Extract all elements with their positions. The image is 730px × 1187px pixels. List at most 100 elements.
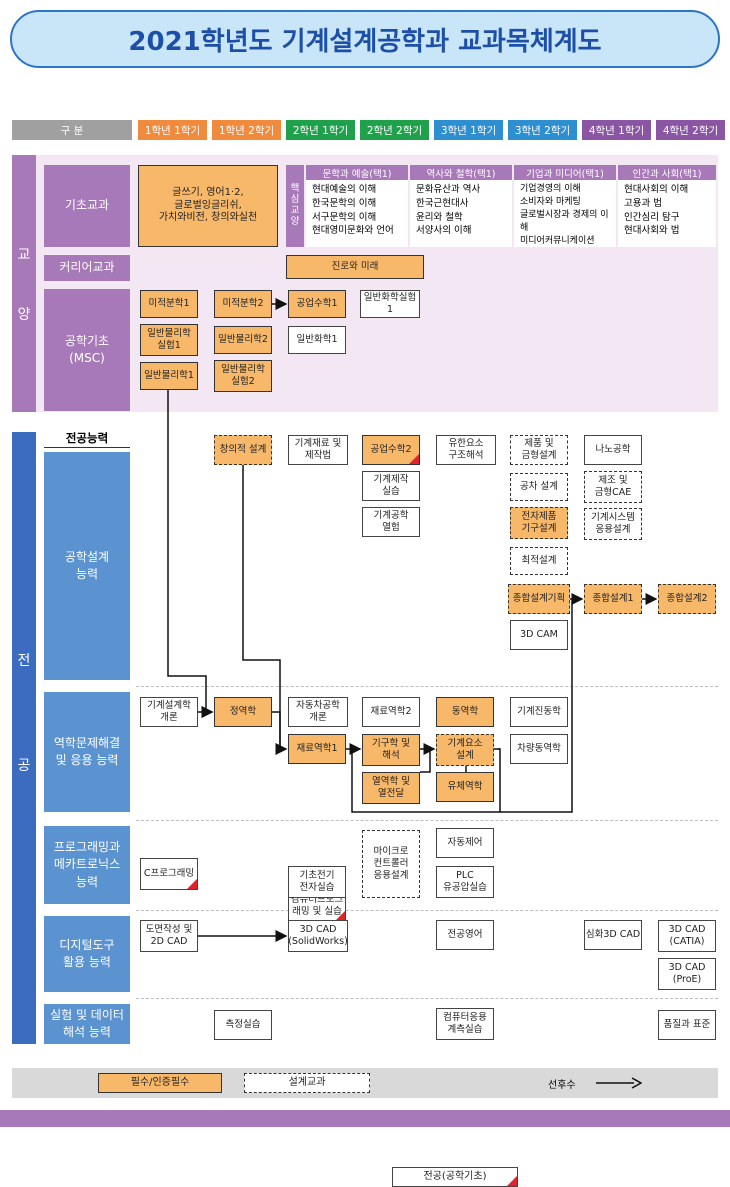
arrow-physics1-statics bbox=[167, 390, 214, 718]
career-course: 진로와 미래 bbox=[286, 255, 424, 279]
course-intro-design: 기계설계학 개론 bbox=[140, 697, 198, 727]
label-digital: 디지털도구 활용 능력 bbox=[44, 916, 130, 992]
label-core: 핵 심 교 양 bbox=[286, 165, 304, 247]
course-capstone-planning: 종합설계기획 bbox=[508, 584, 570, 614]
course-physics1: 일반물리학1 bbox=[140, 362, 198, 390]
area-item: 글로벌시장과 경제의 이해 bbox=[520, 210, 609, 234]
course-2d-cad: 도면작성 및 2D CAD bbox=[140, 920, 198, 952]
course-proe: 3D CAD (ProE) bbox=[658, 958, 716, 990]
section-gyoyang: 교 양 bbox=[12, 155, 36, 412]
area-item: 서구문학의 이해 bbox=[312, 211, 377, 223]
legend-required: 필수/인증필수 bbox=[98, 1073, 222, 1093]
arrow-elements-thermo bbox=[420, 749, 431, 773]
area-item: 현대사회와 법 bbox=[624, 225, 680, 237]
course-physics-lab1: 일반물리학 실험1 bbox=[140, 324, 198, 356]
header-y2s1: 2학년 1학기 bbox=[286, 120, 355, 140]
label-career: 커리어교과 bbox=[44, 255, 130, 281]
section-gyoyang-1: 교 bbox=[17, 246, 31, 263]
header-y1s1: 1학년 1학기 bbox=[138, 120, 207, 140]
header-y4s1: 4학년 1학기 bbox=[582, 120, 651, 140]
course-optimal-design: 최적설계 bbox=[510, 547, 568, 575]
area-item: 미디어커뮤니케이션 bbox=[520, 236, 595, 247]
course-capstone1: 종합설계1 bbox=[584, 584, 642, 614]
legend-prereq-label: 선후수 bbox=[548, 1079, 576, 1091]
row-divider bbox=[136, 998, 718, 999]
arrow-creative-mechmat1 bbox=[242, 465, 288, 755]
area-item: 고용과 법 bbox=[624, 197, 662, 209]
label-lab: 실험 및 데이터 해석 능력 bbox=[44, 1004, 130, 1044]
area-item: 현대영미문화와 언어 bbox=[312, 225, 394, 237]
header-y2s2: 2학년 2학기 bbox=[360, 120, 429, 140]
label-msc: 공학기초 (MSC) bbox=[44, 289, 130, 411]
area-list-3: 기업경영의 이해 소비자와 마케팅 글로벌시장과 경제의 이해 미디어커뮤니케이… bbox=[514, 180, 616, 247]
course-chem1: 일반화학1 bbox=[288, 326, 346, 354]
course-fluids: 유체역학 bbox=[436, 772, 494, 802]
course-3d-cam: 3D CAM bbox=[510, 620, 568, 650]
legend-arrow-icon bbox=[596, 1077, 642, 1089]
course-plc: PLC 유공압실습 bbox=[436, 866, 494, 898]
legend-design: 설계교과 bbox=[244, 1073, 370, 1093]
course-auto-control: 자동제어 bbox=[436, 828, 494, 858]
area-item: 인간심리 탐구 bbox=[624, 211, 680, 223]
course-eng-math2: 공업수학2 bbox=[362, 435, 420, 465]
course-product-mold: 제품 및 금형설계 bbox=[510, 435, 568, 465]
area-item: 서양사의 이해 bbox=[416, 225, 472, 237]
course-c-programming: C프로그래밍 bbox=[140, 858, 198, 890]
course-electrical-lab: 기초전기 전자실습 bbox=[288, 866, 346, 898]
course-thermo: 열역학 및 열전달 bbox=[362, 772, 420, 804]
footer-bar bbox=[0, 1110, 730, 1127]
label-programming: 프로그래밍과 메카트로닉스 능력 bbox=[44, 826, 130, 904]
legend-major-basic: 전공(공학기초) bbox=[392, 1167, 518, 1187]
course-calculus1: 미적분학1 bbox=[140, 290, 198, 318]
course-kinematics: 기구학 및 해석 bbox=[362, 734, 420, 766]
course-physics-lab2: 일반물리학 실험2 bbox=[214, 360, 272, 392]
label-design: 공학설계 능력 bbox=[44, 452, 130, 680]
row-divider bbox=[136, 910, 718, 911]
course-solidworks: 3D CAD (SolidWorks) bbox=[288, 920, 348, 952]
course-mold-cae: 제조 및 금형CAE bbox=[584, 471, 642, 503]
area-item: 한국근현대사 bbox=[416, 197, 469, 209]
header-y3s2: 3학년 2학기 bbox=[508, 120, 577, 140]
course-measurement: 측정실습 bbox=[214, 1010, 272, 1040]
course-calculus2: 미적분학2 bbox=[214, 290, 272, 318]
course-catia: 3D CAD (CATIA) bbox=[658, 920, 716, 952]
basic-courses: 글쓰기, 영어1·2, 글로벌잉글리쉬, 가치와비전, 창의와실천 bbox=[138, 165, 278, 247]
area-list-1: 현대예술의 이해 한국문학의 이해 서구문학의 이해 현대영미문화와 언어 bbox=[306, 180, 408, 247]
area-item: 현대예술의 이해 bbox=[312, 184, 377, 195]
area-item: 윤리와 철학 bbox=[416, 211, 463, 223]
course-machine-elements: 기계요소 설계 bbox=[436, 734, 494, 766]
area-list-4: 현대사회의 이해 고용과 법 인간심리 탐구 현대사회와 법 bbox=[618, 180, 716, 247]
area-title-4: 인간과 사회(택1) bbox=[618, 165, 716, 180]
section-jeongong bbox=[12, 432, 36, 1044]
area-item: 현대사회의 이해 bbox=[624, 184, 689, 195]
row-divider bbox=[136, 686, 718, 687]
course-major-english: 전공영어 bbox=[436, 920, 494, 950]
course-computer-measurement: 컴퓨터응용 계측실습 bbox=[436, 1008, 494, 1040]
header-gubun: 구 분 bbox=[12, 120, 132, 140]
arrow-statics-mechmat1 bbox=[272, 711, 281, 749]
section-jeongong-2: 공 bbox=[17, 758, 31, 774]
course-tolerance: 공차 설계 bbox=[510, 473, 568, 501]
course-quality: 품질과 표준 bbox=[658, 1010, 716, 1040]
course-vibration: 기계진동학 bbox=[510, 697, 568, 727]
course-creative-design: 창의적 설계 bbox=[214, 435, 272, 465]
section-jeongong-1: 전 bbox=[17, 653, 31, 669]
label-mechanics: 역학문제해결 및 응용 능력 bbox=[44, 692, 130, 812]
course-physics2: 일반물리학2 bbox=[214, 326, 272, 354]
area-title-3: 기업과 미디어(택1) bbox=[514, 165, 616, 180]
course-microcontroller: 마이크로 컨트롤러 응용설계 bbox=[362, 830, 420, 898]
label-basic: 기초교과 bbox=[44, 165, 130, 247]
competency-underline bbox=[44, 447, 130, 448]
course-vehicle-dynamics: 차량동역학 bbox=[510, 734, 568, 764]
area-list-2: 문화유산과 역사 한국근현대사 윤리와 철학 서양사의 이해 bbox=[410, 180, 512, 247]
course-dynamics: 동역학 bbox=[436, 697, 494, 727]
row-divider bbox=[136, 820, 718, 821]
course-nano: 나노공학 bbox=[584, 435, 642, 465]
course-mechmat2: 재료역학2 bbox=[362, 697, 420, 727]
section-gyoyang-2: 양 bbox=[17, 306, 31, 323]
arrow-mechmat-loop bbox=[351, 748, 501, 813]
course-fea: 유한요소 구조해석 bbox=[436, 435, 496, 465]
header-y3s1: 3학년 1학기 bbox=[434, 120, 503, 140]
title-banner bbox=[10, 10, 720, 68]
page-title: 2021학년도 기계설계공학과 교과목체계도 bbox=[128, 26, 602, 57]
